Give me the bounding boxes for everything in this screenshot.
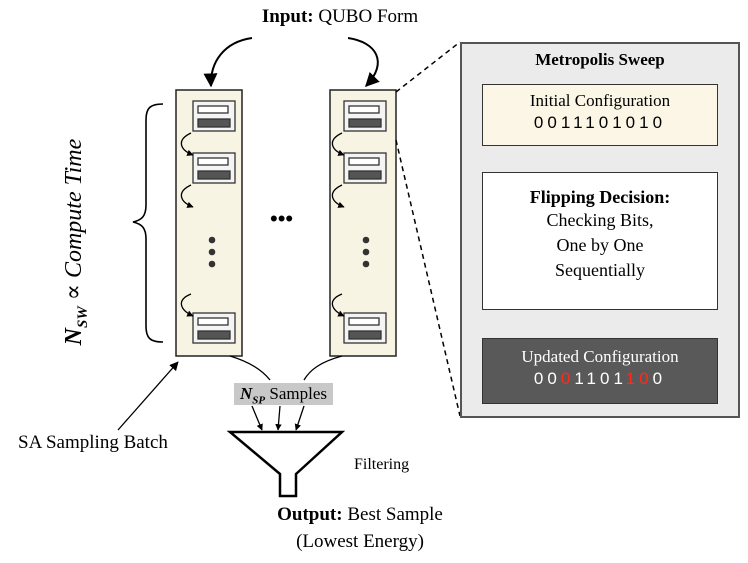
bit: 1 [639, 113, 653, 132]
updated-bits: 0001101100 [483, 369, 717, 389]
bit: 1 [574, 369, 587, 388]
bit: 0 [547, 113, 561, 132]
compute-time-axis-label: NSW ∝ Compute Time [61, 138, 91, 346]
input-arrow-left [203, 37, 253, 88]
output-subtitle: (Lowest Energy) [296, 531, 424, 552]
batch-pointer-arrow [117, 361, 179, 431]
bit: 0 [600, 369, 614, 388]
bit: 1 [573, 113, 586, 132]
bit: 0 [533, 369, 548, 388]
bit: 0 [533, 113, 548, 132]
bit: 0 [547, 369, 561, 388]
flipping-line-1: Checking Bits, [546, 210, 654, 230]
bit: 1 [613, 369, 626, 388]
zoom-line-bottom [395, 139, 461, 417]
flipping-decision-heading: Flipping Decision: [529, 187, 671, 207]
metropolis-title: Metropolis Sweep [535, 50, 665, 69]
between-columns-ellipsis: ••• [270, 206, 294, 231]
sweep-step-arrows [180, 132, 345, 317]
updated-configuration-label: Updated Configuration [521, 347, 679, 366]
bit: 1 [585, 113, 599, 132]
right-column-output-arrow [303, 355, 343, 381]
updated-configuration-box: Updated Configuration 0001101100 [482, 338, 718, 404]
left-column-output-arrow [229, 355, 271, 381]
filter-funnel-icon [226, 430, 346, 498]
left-column-chips [192, 100, 236, 344]
flipping-line-3: Sequentially [555, 260, 645, 280]
bit: 0 [652, 113, 667, 132]
bit: 0 [652, 369, 667, 388]
initial-bits: 0011101010 [483, 113, 717, 133]
samples-label: NSP Samples [234, 383, 333, 406]
bit: 0 [598, 113, 613, 132]
column-vertical-dots [208, 236, 370, 268]
zoom-line-top [395, 41, 461, 93]
sa-sampling-batch-label: SA Sampling Batch [18, 432, 168, 453]
flipping-line-2: One by One [556, 235, 644, 255]
input-label: Input: QUBO Form [261, 6, 419, 27]
filtering-label: Filtering [354, 456, 410, 473]
input-arrow-right [347, 37, 380, 88]
initial-configuration-box: Initial Configuration 0011101010 [482, 84, 718, 146]
bit: 1 [560, 113, 574, 132]
output-label: Output: Best Sample [277, 504, 443, 525]
bit: 1 [586, 369, 600, 388]
bit: 0 [639, 369, 653, 388]
bit: 0 [560, 369, 575, 388]
bit: 1 [625, 369, 640, 388]
compute-time-brace [132, 103, 164, 343]
bit: 0 [625, 113, 640, 132]
bit: 1 [612, 113, 626, 132]
initial-configuration-label: Initial Configuration [529, 91, 671, 110]
right-column-chips [343, 100, 387, 344]
flipping-decision-box: Flipping Decision: Checking Bits, One by… [482, 172, 718, 310]
